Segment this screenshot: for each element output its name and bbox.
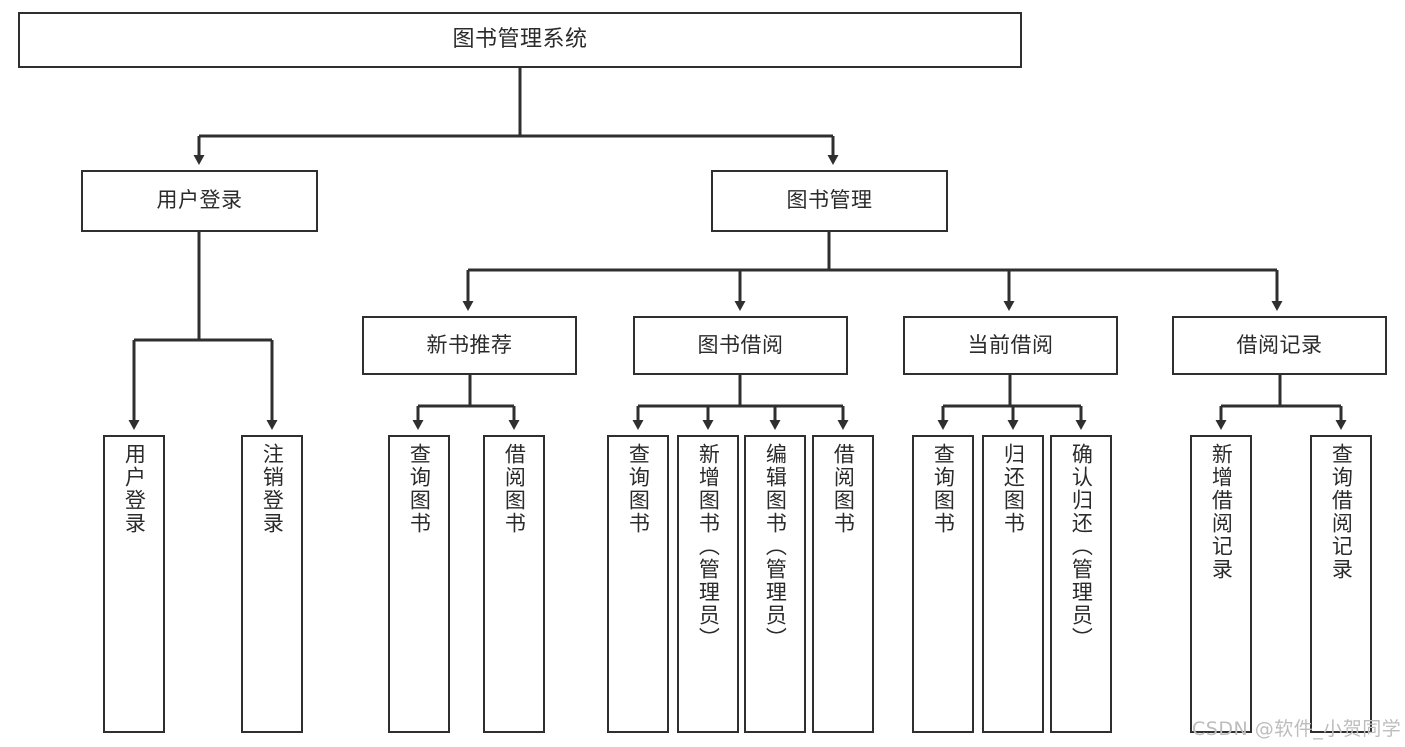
node-leaf-edit-book-admin-label: 编辑图书（管理员） [763, 443, 788, 650]
node-book-manage[interactable]: 图书管理 [711, 170, 948, 232]
node-leaf-query-book-3-label: 查询图书 [931, 443, 956, 535]
node-leaf-return-book-label: 归还图书 [1001, 443, 1026, 535]
node-root[interactable]: 图书管理系统 [18, 12, 1022, 68]
node-leaf-confirm-return-admin[interactable]: 确认归还（管理员） [1050, 435, 1112, 733]
csdn-watermark: CSDN @软件_小贺同学 [1192, 718, 1402, 740]
node-leaf-user-login[interactable]: 用户登录 [103, 435, 165, 733]
node-leaf-borrow-book-1[interactable]: 借阅图书 [483, 435, 545, 733]
node-leaf-edit-book-admin[interactable]: 编辑图书（管理员） [744, 435, 806, 733]
node-leaf-user-login-label: 用户登录 [122, 443, 147, 535]
node-leaf-add-borrow-record-label: 新增借阅记录 [1209, 443, 1234, 581]
node-leaf-borrow-book-2-label: 借阅图书 [831, 443, 856, 535]
node-current-borrow-label: 当前借阅 [967, 332, 1054, 357]
node-book-borrow[interactable]: 图书借阅 [633, 316, 848, 375]
node-leaf-borrow-book-2[interactable]: 借阅图书 [812, 435, 874, 733]
node-new-book-recommend-label: 新书推荐 [426, 332, 513, 357]
node-current-borrow[interactable]: 当前借阅 [903, 316, 1118, 375]
node-leaf-logout[interactable]: 注销登录 [241, 435, 303, 733]
node-leaf-logout-label: 注销登录 [260, 443, 285, 535]
node-leaf-confirm-return-admin-label: 确认归还（管理员） [1069, 443, 1094, 650]
node-leaf-add-borrow-record[interactable]: 新增借阅记录 [1190, 435, 1252, 733]
node-leaf-query-book-3[interactable]: 查询图书 [912, 435, 974, 733]
node-new-book-recommend[interactable]: 新书推荐 [362, 316, 577, 375]
node-leaf-borrow-book-1-label: 借阅图书 [502, 443, 527, 535]
node-leaf-query-book-1[interactable]: 查询图书 [388, 435, 450, 733]
node-leaf-add-book-admin-label: 新增图书（管理员） [696, 443, 721, 650]
node-book-borrow-label: 图书借阅 [697, 332, 784, 357]
node-leaf-query-borrow-record[interactable]: 查询借阅记录 [1310, 435, 1372, 733]
node-root-label: 图书管理系统 [452, 26, 588, 52]
node-user-login[interactable]: 用户登录 [81, 170, 318, 232]
node-book-manage-label: 图书管理 [786, 188, 873, 213]
node-borrow-record[interactable]: 借阅记录 [1172, 316, 1387, 375]
node-leaf-return-book[interactable]: 归还图书 [982, 435, 1044, 733]
node-leaf-query-book-2[interactable]: 查询图书 [607, 435, 669, 733]
node-leaf-query-book-2-label: 查询图书 [626, 443, 651, 535]
node-leaf-query-book-1-label: 查询图书 [407, 443, 432, 535]
node-user-login-label: 用户登录 [156, 188, 243, 213]
node-leaf-add-book-admin[interactable]: 新增图书（管理员） [677, 435, 739, 733]
node-borrow-record-label: 借阅记录 [1236, 332, 1323, 357]
node-leaf-query-borrow-record-label: 查询借阅记录 [1329, 443, 1354, 581]
